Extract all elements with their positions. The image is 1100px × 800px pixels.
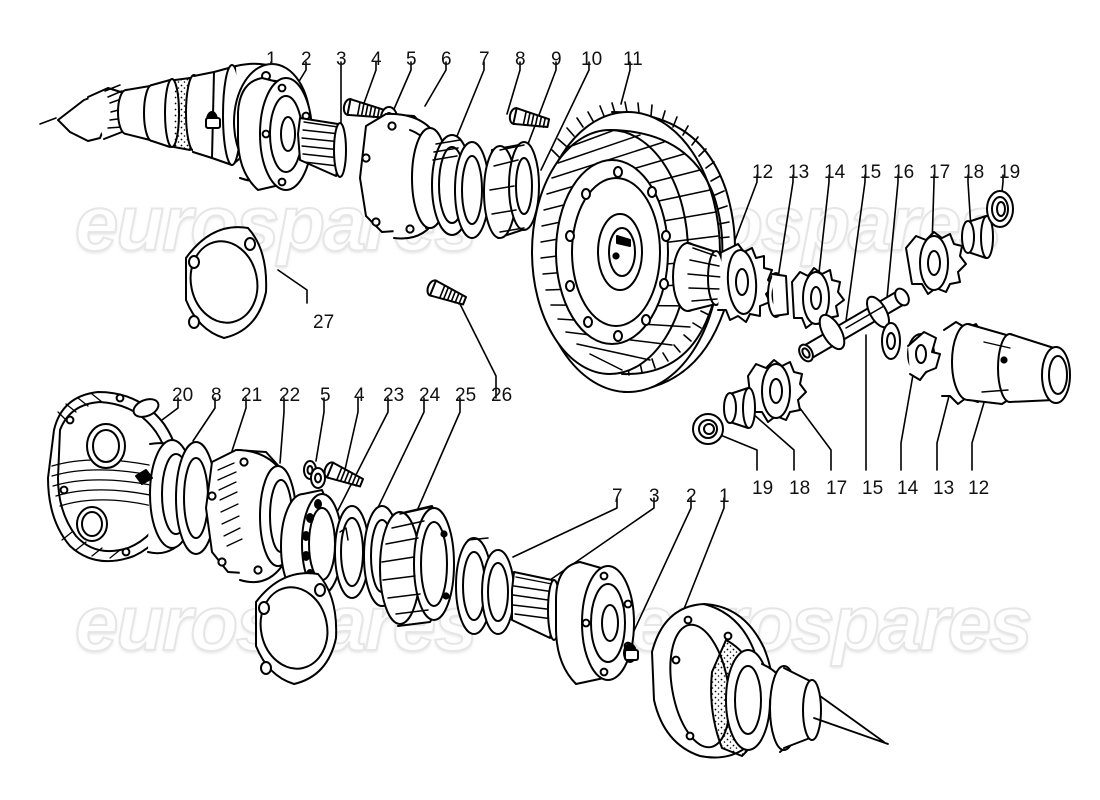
callout-number-21: 21 xyxy=(241,385,263,406)
part-splined-shaft-3-lower xyxy=(511,571,561,641)
part-oil-seal-ring-lower2 xyxy=(481,549,515,635)
callout-number-7: 7 xyxy=(612,486,623,507)
part-thrust-washer-13-upper xyxy=(767,272,789,318)
callout-number-11: 11 xyxy=(623,49,643,70)
callout-number-7: 7 xyxy=(479,49,490,70)
part-bevel-gear-14-lower xyxy=(747,359,807,423)
part-thrust-washer-13-lower xyxy=(907,331,941,381)
callout-number-19: 19 xyxy=(752,478,774,499)
callout-number-8: 8 xyxy=(211,385,222,406)
part-bolt-26 xyxy=(424,277,469,310)
callout-number-2: 2 xyxy=(686,486,697,507)
callout-number-24: 24 xyxy=(419,385,441,406)
callout-number-1: 1 xyxy=(266,49,277,70)
part-side-gear-12-upper xyxy=(672,242,775,323)
callout-number-4: 4 xyxy=(371,49,382,70)
part-bolt-4-lower xyxy=(321,459,366,492)
part-tapered-bearing-upper xyxy=(483,141,540,239)
callout-number-14: 14 xyxy=(897,478,919,499)
callout-number-15: 15 xyxy=(862,478,884,499)
part-thrust-washer-16-upper xyxy=(881,322,901,360)
callout-number-14: 14 xyxy=(824,162,846,183)
part-gasket-8-lower xyxy=(175,441,217,555)
part-output-flange-2-lower xyxy=(555,561,635,685)
callout-number-10: 10 xyxy=(581,49,603,70)
part-output-flange-upper xyxy=(237,77,313,191)
callout-number-13: 13 xyxy=(933,478,955,499)
callout-number-17: 17 xyxy=(826,478,848,499)
callout-number-18: 18 xyxy=(789,478,811,499)
part-spacer-sleeve-17-lower xyxy=(723,387,756,429)
part-crown-wheel-ring-gear xyxy=(531,101,736,393)
part-seal-ring-25 xyxy=(379,505,455,627)
part-spider-cross-pin-15-upper xyxy=(798,287,910,363)
part-gasket-bottom-left xyxy=(255,572,338,685)
callout-number-8: 8 xyxy=(515,49,526,70)
callout-number-13: 13 xyxy=(788,162,810,183)
callout-number-23: 23 xyxy=(383,385,405,406)
callout-number-9: 9 xyxy=(551,49,562,70)
part-gasket-27 xyxy=(185,226,268,339)
part-splined-shaft-upper xyxy=(297,117,347,178)
callout-number-3: 3 xyxy=(336,49,347,70)
callout-number-12: 12 xyxy=(968,478,990,499)
part-spacer-sleeve-18-upper xyxy=(961,215,994,259)
leader-lines-upper-right xyxy=(725,174,1004,331)
callout-number-17: 17 xyxy=(929,162,951,183)
callout-number-26: 26 xyxy=(491,385,513,406)
callout-number-5: 5 xyxy=(320,385,331,406)
callout-number-12: 12 xyxy=(752,162,774,183)
callout-number-25: 25 xyxy=(455,385,477,406)
callout-number-19: 19 xyxy=(999,162,1021,183)
callout-number-27: 27 xyxy=(313,312,335,333)
callout-number-20: 20 xyxy=(172,385,194,406)
callout-number-3: 3 xyxy=(649,486,660,507)
part-pinion-gear-14-upper xyxy=(791,267,845,329)
callout-number-5: 5 xyxy=(406,49,417,70)
callout-number-2: 2 xyxy=(301,49,312,70)
part-shim-washer-19-upper xyxy=(986,190,1014,228)
callout-number-6: 6 xyxy=(441,49,452,70)
callout-number-18: 18 xyxy=(963,162,985,183)
part-washer-5-lower xyxy=(310,467,326,489)
part-bolt-9-upper xyxy=(507,106,551,132)
callout-number-1: 1 xyxy=(719,486,730,507)
part-bevel-gear-17-upper xyxy=(905,231,967,295)
part-shim-washer-19-lower xyxy=(692,413,724,445)
leader-line-27 xyxy=(277,269,308,304)
callout-number-16: 16 xyxy=(893,162,915,183)
callout-number-22: 22 xyxy=(279,385,301,406)
part-cv-joint-1-lower xyxy=(623,603,889,759)
part-output-shaft-12-lower xyxy=(941,321,1071,405)
part-gasket-ring-upper xyxy=(454,141,490,239)
part-cv-joint-upper-left xyxy=(39,71,221,159)
callout-number-15: 15 xyxy=(860,162,882,183)
callout-number-4: 4 xyxy=(354,385,365,406)
